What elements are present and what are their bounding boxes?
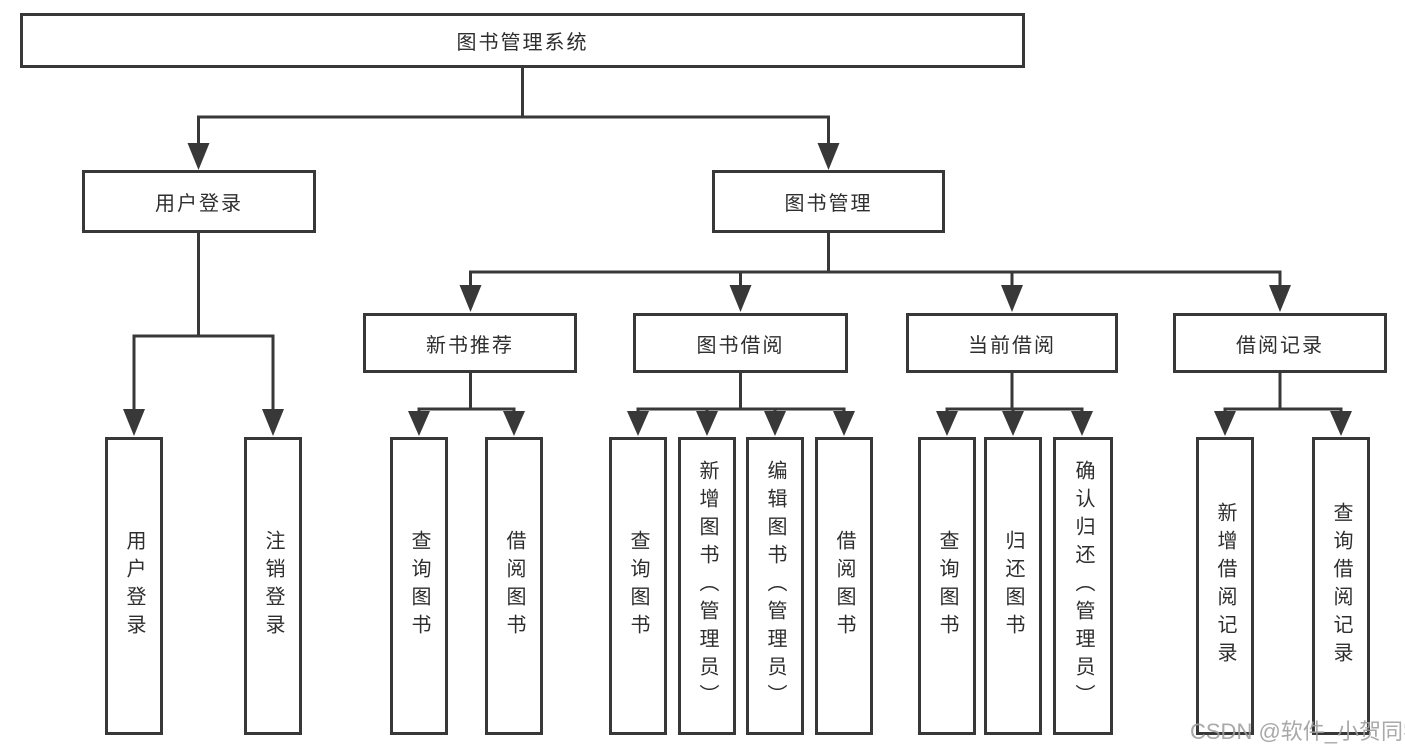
arrowheads-current-borrow-children: [936, 411, 1093, 436]
csdn-watermark: CSDN @软件_小贺同学: [1190, 719, 1405, 744]
leaf-confirm-return-admin: 确认归还（管理员）: [1053, 437, 1113, 735]
node-label: 新增借阅记录: [1214, 502, 1236, 670]
leaf-query-borrow-record: 查询借阅记录: [1312, 437, 1370, 735]
leaf-query-books-current: 查询图书: [918, 437, 976, 735]
leaf-user-login: 用户登录: [105, 437, 163, 735]
node-current-borrowing: 当前借阅: [906, 313, 1118, 373]
node-label: 新书推荐: [426, 334, 514, 357]
node-book-management: 图书管理: [712, 170, 945, 233]
node-label: 图书管理系统: [456, 32, 589, 54]
leaf-add-borrow-record: 新增借阅记录: [1196, 437, 1254, 735]
arrowheads-user-login-children: [123, 409, 284, 436]
arrowheads-borrow-record-children: [1214, 411, 1352, 436]
connector-user-login-children: [132, 233, 275, 411]
node-label: 编辑图书（管理员）: [764, 460, 786, 712]
leaf-logout: 注销登录: [244, 437, 302, 735]
leaf-query-books-borrow: 查询图书: [609, 437, 667, 735]
node-label: 归还图书: [1002, 530, 1024, 642]
arrowheads-new-book-children: [408, 411, 525, 436]
node-label: 借阅图书: [503, 530, 525, 642]
node-label: 注销登录: [262, 530, 284, 642]
arrowheads-level2: [187, 143, 840, 170]
node-label: 查询图书: [627, 530, 649, 642]
leaf-return-books: 归还图书: [984, 437, 1042, 735]
node-user-login: 用户登录: [82, 170, 316, 233]
leaf-edit-books-admin: 编辑图书（管理员）: [746, 437, 804, 735]
leaf-add-books-admin: 新增图书（管理员）: [678, 437, 736, 735]
node-label: 查询图书: [408, 530, 430, 642]
node-label: 用户登录: [155, 193, 243, 215]
connector-borrow-record-children: [1223, 373, 1343, 412]
node-label: 查询借阅记录: [1330, 502, 1352, 670]
connector-root-to-level2: [197, 68, 830, 145]
connector-current-borrow-children: [945, 373, 1084, 412]
node-label: 确认归还（管理员）: [1072, 460, 1094, 712]
node-label: 用户登录: [123, 530, 145, 642]
leaf-borrow-books: 借阅图书: [815, 437, 873, 735]
connector-new-book-children: [417, 373, 516, 412]
node-label: 借阅图书: [833, 530, 855, 642]
node-borrowing-records: 借阅记录: [1173, 313, 1387, 373]
node-label: 当前借阅: [968, 334, 1056, 357]
node-label: 新增图书（管理员）: [696, 460, 718, 712]
arrowheads-book-borrow-children: [627, 411, 855, 436]
connector-book-borrow-children: [636, 373, 846, 412]
node-label: 图书管理: [784, 193, 873, 215]
node-label: 借阅记录: [1236, 334, 1324, 357]
node-library-management-system: 图书管理系统: [20, 13, 1025, 68]
leaf-borrow-books-recommend: 借阅图书: [485, 437, 543, 735]
connector-book-management-children: [469, 233, 1282, 287]
node-label: 查询图书: [936, 530, 958, 642]
node-book-borrowing: 图书借阅: [633, 313, 848, 373]
arrowheads-level3: [459, 285, 1291, 312]
node-label: 图书借阅: [696, 334, 785, 357]
node-new-book-recommendation: 新书推荐: [363, 313, 577, 373]
leaf-query-books-recommend: 查询图书: [390, 437, 448, 735]
